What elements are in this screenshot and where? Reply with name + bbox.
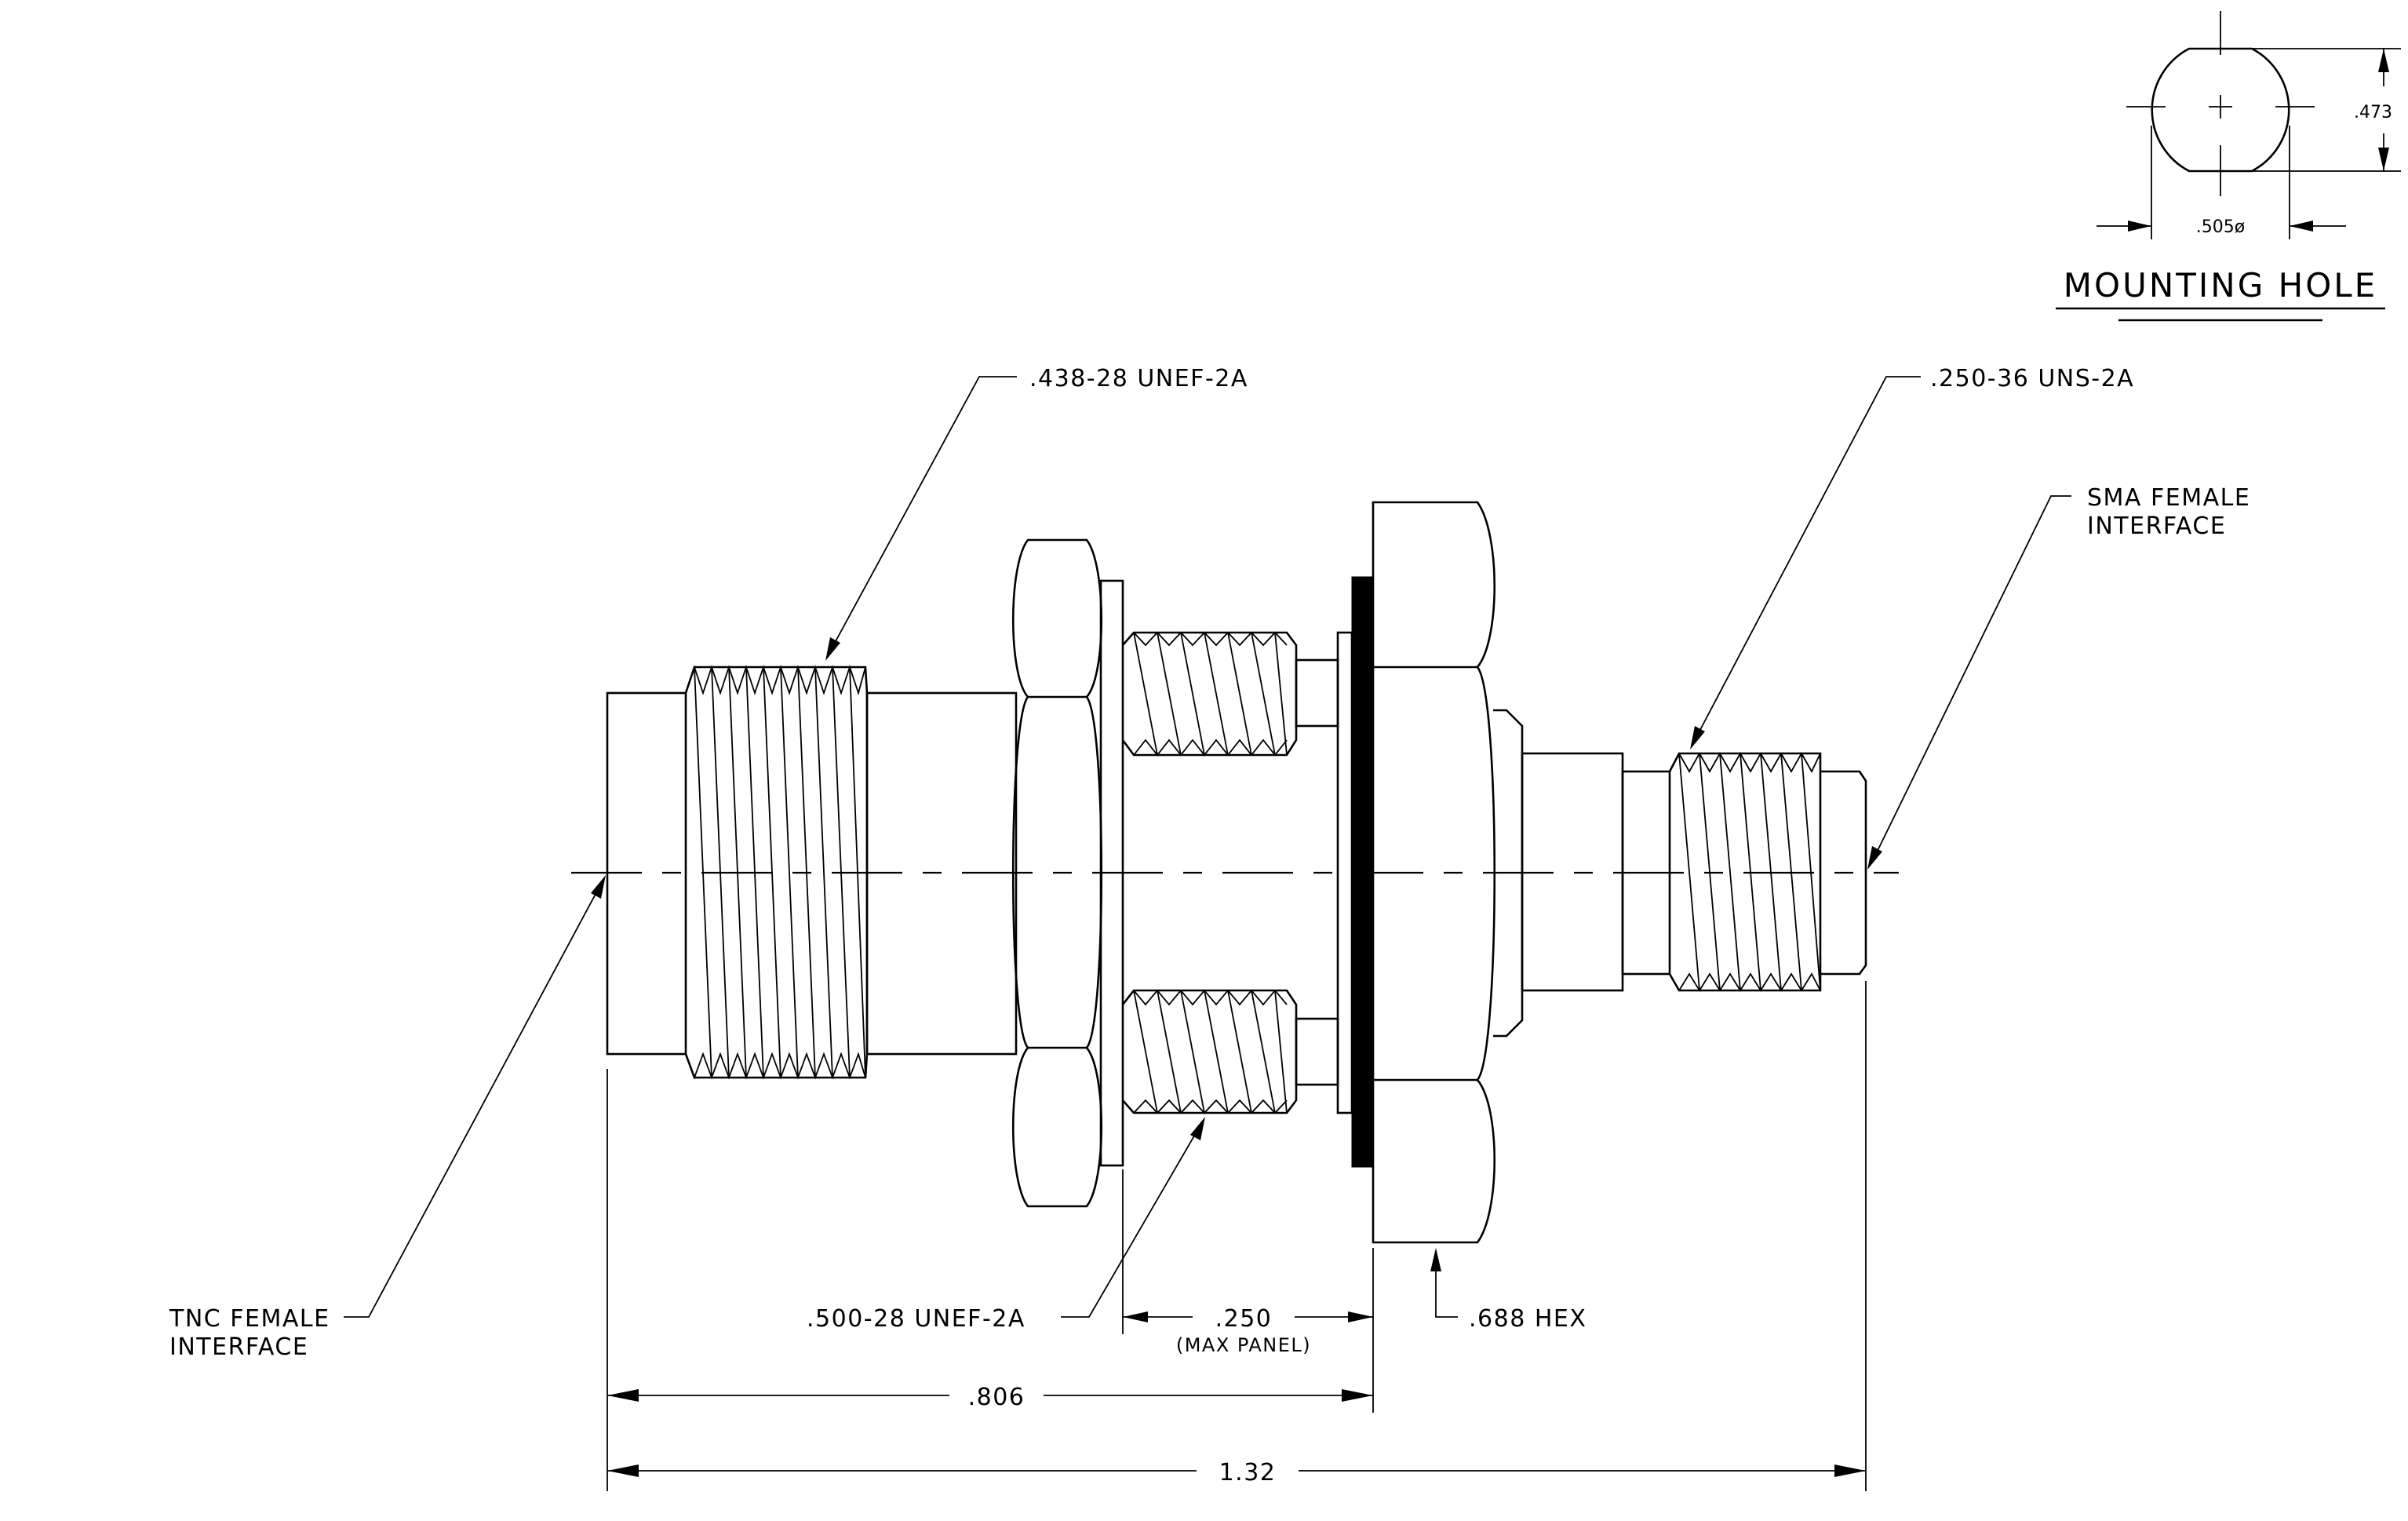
hex-body-right [1372,501,1671,1244]
length-806: .806 [968,1384,1025,1411]
sma-thread-spec: .250-36 UNS-2A [1930,365,2134,392]
callout-sma-thread: .250-36 UNS-2A [1690,365,2134,750]
hex-dimension: .688 HEX [1469,1305,1587,1333]
callout-sma-interface: SMA FEMALE INTERFACE [1867,484,2250,870]
mounting-hole-diameter-label: .505ø [2196,217,2245,237]
tnc-rear-body [865,691,1018,1056]
left-hex-nut [1011,538,1103,1208]
left-washer [1099,579,1124,1167]
sma-interface-line2: INTERFACE [2087,512,2226,540]
dim-panel: .250 (MAX PANEL) [1123,1305,1373,1356]
bulkhead-thread-lower [1121,989,1339,1114]
panel-note: (MAX PANEL) [1176,1334,1311,1356]
bulkhead-thread-upper [1121,631,1339,757]
gasket-panel [1351,576,1374,1168]
tnc-thread-spec: .438-28 UNEF-2A [1029,365,1248,392]
callout-tnc-thread: .438-28 UNEF-2A [825,365,1248,661]
tnc-female-body [606,665,1018,1080]
mounting-hole-height-label: .473 [2354,103,2392,122]
sma-front-face [1820,770,1867,976]
tnc-interface-line1: TNC FEMALE [169,1305,330,1333]
mounting-hole-title: MOUNTING HOLE [2064,266,2377,305]
callout-tnc-interface: TNC FEMALE INTERFACE [169,875,606,1361]
dim-132: 1.32 [607,1459,1866,1486]
flange-washer [1336,631,1353,1114]
callout-hex: .688 HEX [1430,1248,1587,1333]
panel-dimension: .250 [1215,1305,1273,1333]
callout-bulkhead-thread: .500-28 UNEF-2A [807,1117,1205,1333]
tnc-thread-crests [685,665,866,1080]
tnc-front-body [606,691,687,1056]
tnc-interface-line2: INTERFACE [169,1333,308,1361]
right-hex-body [1372,501,1496,1244]
sma-thread [1668,752,1867,992]
dim-806: .806 [607,1384,1373,1411]
sma-interface-line1: SMA FEMALE [2087,484,2250,512]
bulkhead-nut-left [1011,538,1124,1208]
bulkhead-thread-spec: .500-28 UNEF-2A [807,1305,1025,1333]
mounting-hole-detail: .473 .505ø MOUNTING HOLE [2056,11,2401,322]
length-132: 1.32 [1219,1459,1277,1486]
